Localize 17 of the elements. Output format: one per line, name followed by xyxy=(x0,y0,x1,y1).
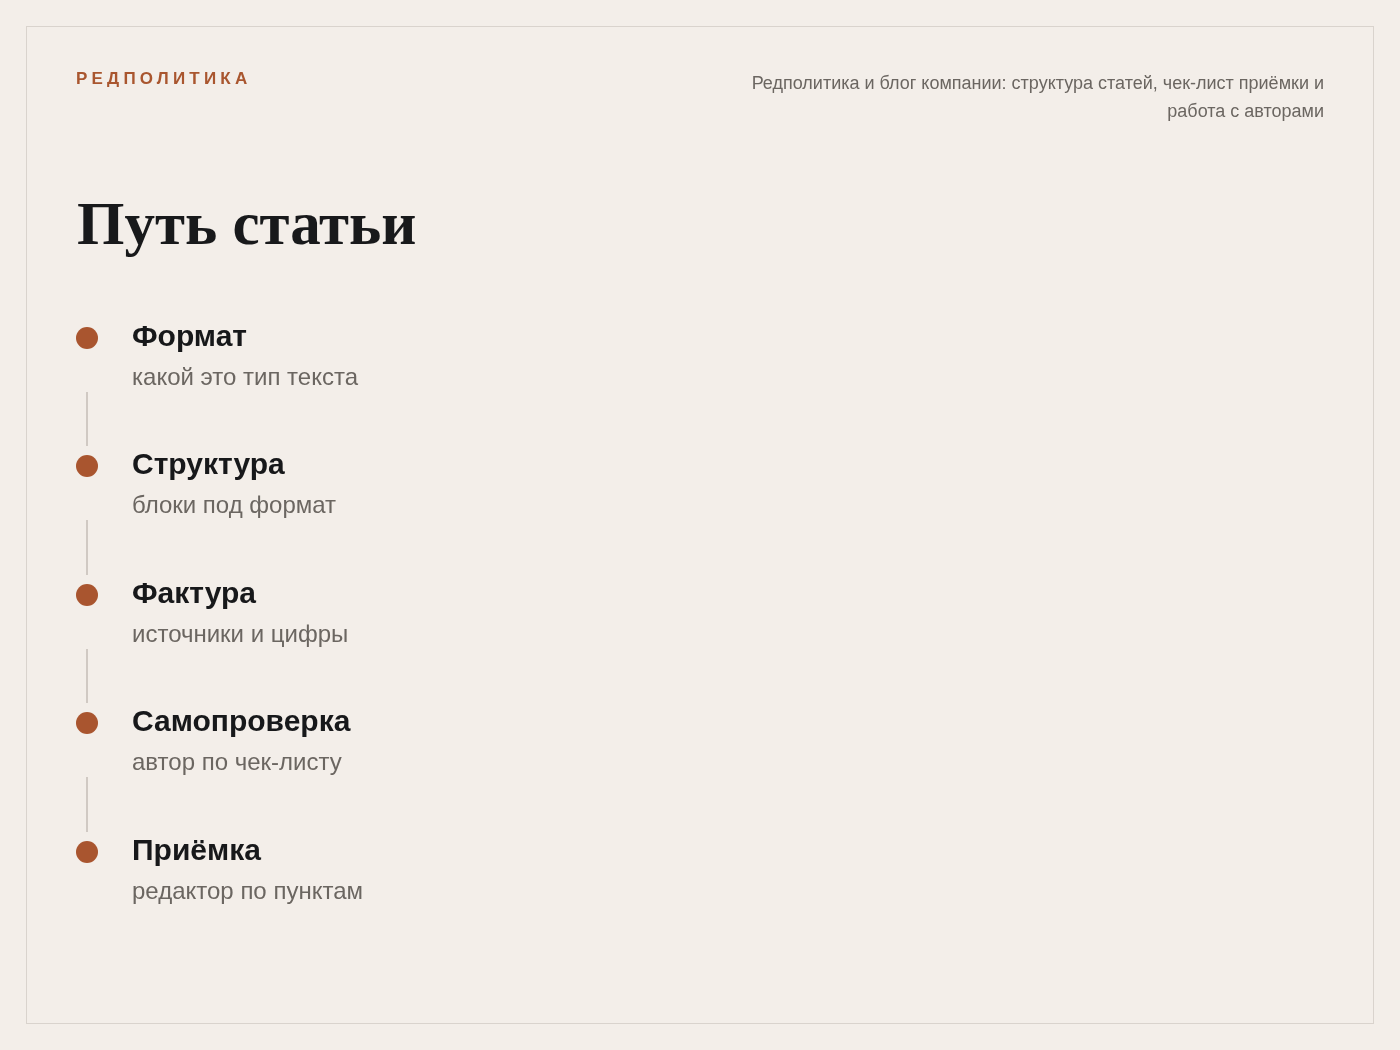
connector-line xyxy=(86,519,88,576)
step-description: какой это тип текста xyxy=(132,362,358,392)
step-title: Формат xyxy=(132,318,248,354)
connector-line xyxy=(86,391,88,447)
page-title: Путь статьи xyxy=(77,189,417,259)
step-title: Приёмка xyxy=(132,832,261,868)
step-description: блоки под формат xyxy=(132,490,337,520)
step-title: Структура xyxy=(132,446,285,482)
connector-line xyxy=(86,648,88,704)
step-description: источники и цифры xyxy=(132,619,349,649)
section-label: РЕДПОЛИТИКА xyxy=(76,69,252,89)
step-title: Самопроверка xyxy=(132,703,351,739)
step-description: автор по чек-листу xyxy=(132,747,342,777)
connector-line xyxy=(86,776,88,833)
step-description: редактор по пунктам xyxy=(132,876,363,906)
step-title: Фактура xyxy=(132,575,257,611)
subtitle-text: Редполитика и блог компании: структура статей, чек-лист приёмки и работа с авторами xyxy=(750,72,1324,123)
